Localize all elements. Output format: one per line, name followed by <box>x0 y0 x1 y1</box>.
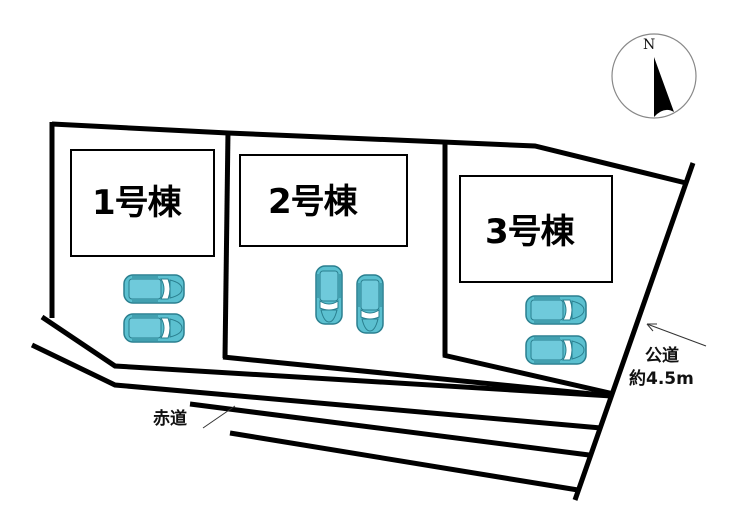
road-line-3b <box>189 401 590 458</box>
lot-2[interactable]: 2号棟 <box>239 154 408 334</box>
road-line-4 <box>229 430 579 493</box>
road-line-2 <box>30 342 602 431</box>
lot-3-label: 3号棟 <box>485 212 576 252</box>
lot-1[interactable]: 1号棟 <box>70 149 215 343</box>
red-road-annotation: 赤道 <box>153 405 236 429</box>
building-2-footprint <box>239 154 408 247</box>
arrow-head-icon <box>646 323 657 332</box>
lot-1-label: 1号棟 <box>92 183 183 223</box>
north-arrow-icon <box>654 57 674 117</box>
public-road-annotation: 公道 約4.5m <box>629 323 707 389</box>
compass-north-label: N <box>643 37 655 53</box>
building-3-footprint <box>459 175 613 283</box>
red-road-leader <box>202 405 236 429</box>
public-road-leader <box>646 323 707 347</box>
lot-divider-1-2 <box>222 130 231 359</box>
lot-2-label: 2号棟 <box>268 182 359 222</box>
car-icon <box>525 335 587 365</box>
car-icon <box>123 313 185 343</box>
car-icon <box>123 274 185 304</box>
red-road-label: 赤道 <box>153 408 187 429</box>
compass: N <box>611 33 697 119</box>
site-boundary-right <box>572 162 696 501</box>
car-icon <box>525 295 587 325</box>
lot2-lot3-bottom-boundary <box>223 354 445 356</box>
public-road-label-line1: 公道 <box>645 345 679 366</box>
public-road-label-line2: 約4.5m <box>629 368 694 389</box>
building-1-footprint <box>70 149 215 257</box>
lot-3[interactable]: 3号棟 <box>459 175 613 365</box>
car-icon <box>315 265 343 325</box>
car-icon <box>356 274 384 334</box>
